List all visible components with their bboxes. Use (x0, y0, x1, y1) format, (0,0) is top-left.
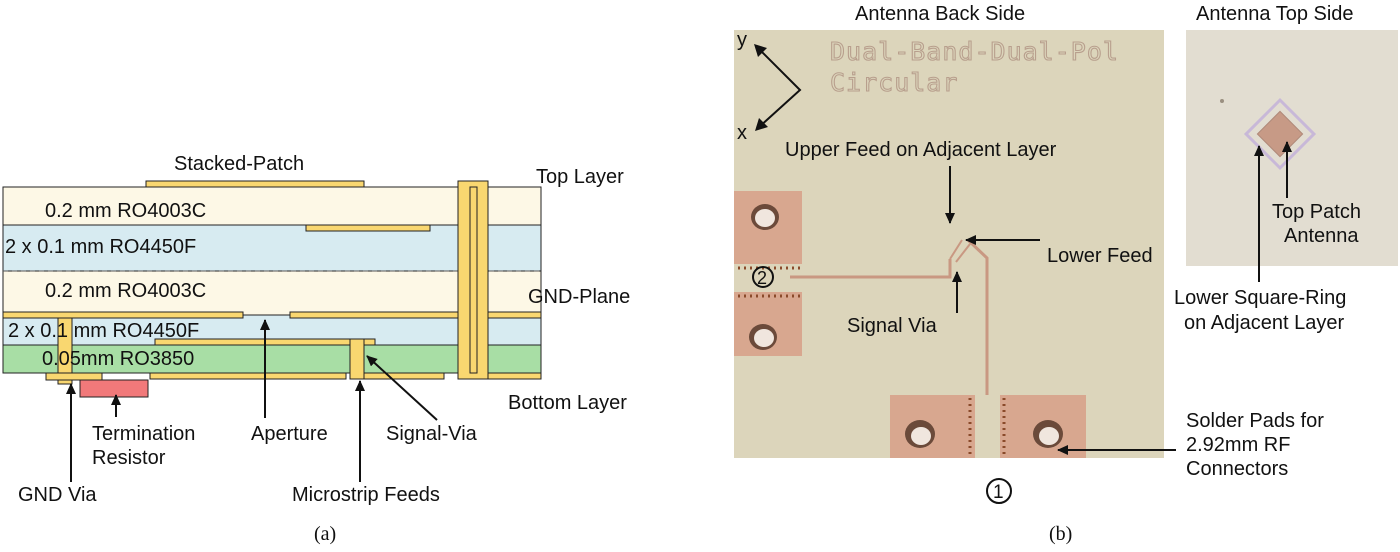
bottom-trace-far (487, 372, 542, 380)
signal-via-label-b: Signal Via (847, 315, 938, 337)
caption-a: (a) (314, 523, 336, 545)
stacked-patch-lower (305, 224, 431, 232)
stacked-patch-top (145, 180, 365, 188)
solder-pads-label-3: Connectors (1186, 458, 1288, 480)
stackup-cross-section (2, 180, 542, 398)
bottom-trace-mid (149, 372, 347, 380)
termination-label-2: Resistor (92, 447, 166, 469)
axis-y-label: y (737, 29, 747, 51)
layer-ro4003c-top (2, 186, 542, 226)
bottom-trace-right (363, 372, 445, 380)
layer-label-ro4450f-upper: 2 x 0.1 mm RO4450F (5, 236, 196, 258)
top-patch-label-1: Top Patch (1272, 201, 1361, 223)
axis-y-arrowhead (754, 44, 767, 57)
pad-hole-left-bottom-inner (754, 329, 774, 347)
top-patch-label-2: Antenna (1284, 225, 1359, 247)
gnd-via-label: GND Via (18, 484, 97, 506)
microstrip-feeds-label: Microstrip Feeds (292, 484, 440, 506)
top-side-title: Antenna Top Side (1196, 3, 1354, 25)
board-top (1186, 30, 1398, 266)
feed-fork (949, 239, 971, 263)
board-marking-line1: Dual-Band-Dual-Pol (830, 37, 1119, 66)
layer-label-ro3850: 0.05mm RO3850 (42, 348, 194, 370)
pad-hole-bottom-left-inner (911, 427, 931, 445)
axis-arrows (756, 46, 802, 129)
layer-label-ro4450f-lower: 2 x 0.1 mm RO4450F (8, 320, 199, 342)
pad-hole-bottom-right-inner (1039, 427, 1059, 445)
caption-b: (b) (1049, 523, 1072, 545)
arrow-signal-via-a (366, 355, 438, 421)
bottom-layer-label: Bottom Layer (508, 392, 627, 414)
arrows-panel-a (66, 319, 438, 482)
aperture-label: Aperture (251, 423, 328, 445)
solder-pads-label-2: 2.92mm RF (1186, 434, 1290, 456)
pad-hole-left-top-inner (755, 209, 775, 227)
solder-pads-label-1: Solder Pads for (1186, 410, 1324, 432)
termination-label-1: Termination (92, 423, 195, 445)
right-via-inner (469, 186, 478, 374)
port-1-label: 1 (993, 482, 1004, 503)
signal-via-label-a: Signal-Via (386, 423, 478, 445)
layer-ro4450f-upper (2, 224, 542, 272)
back-side-title: Antenna Back Side (855, 3, 1025, 25)
top-layer-label: Top Layer (536, 166, 624, 188)
upper-feed-label: Upper Feed on Adjacent Layer (785, 139, 1057, 161)
trace-port-1 (966, 238, 989, 395)
gnd-via (57, 317, 73, 385)
lower-ring-label-2: on Adjacent Layer (1184, 312, 1344, 334)
board-back (734, 30, 1164, 458)
port-2-marker (752, 266, 774, 288)
axis-x-label: x (737, 122, 747, 144)
arrows-panel-b (945, 141, 1292, 455)
axis-x-arrowhead (755, 118, 768, 131)
board-marking-line2: Circular (830, 68, 958, 97)
gnd-plane-right (289, 311, 542, 319)
signal-via (349, 338, 365, 380)
top-side-photo (1186, 30, 1398, 266)
lower-feed-label: Lower Feed (1047, 245, 1153, 267)
port-1-marker (986, 478, 1012, 504)
port-2-label: 2 (757, 268, 767, 288)
board-speck (1220, 99, 1224, 103)
gnd-plane-left (2, 311, 244, 319)
lower-ring-label-1: Lower Square-Ring (1174, 287, 1346, 309)
back-side-photo: Dual-Band-Dual-Pol Circular y x 2 (734, 29, 1164, 458)
trace-port-2 (790, 259, 952, 279)
bottom-trace-left (45, 372, 103, 381)
stacked-patch-label: Stacked-Patch (174, 153, 304, 175)
layer-ro4003c-mid (2, 270, 542, 316)
gnd-plane-label: GND-Plane (528, 286, 630, 308)
layer-label-ro4003c-top: 0.2 mm RO4003C (45, 200, 206, 222)
termination-resistor (79, 379, 149, 398)
layer-label-ro4003c-mid: 0.2 mm RO4003C (45, 280, 206, 302)
